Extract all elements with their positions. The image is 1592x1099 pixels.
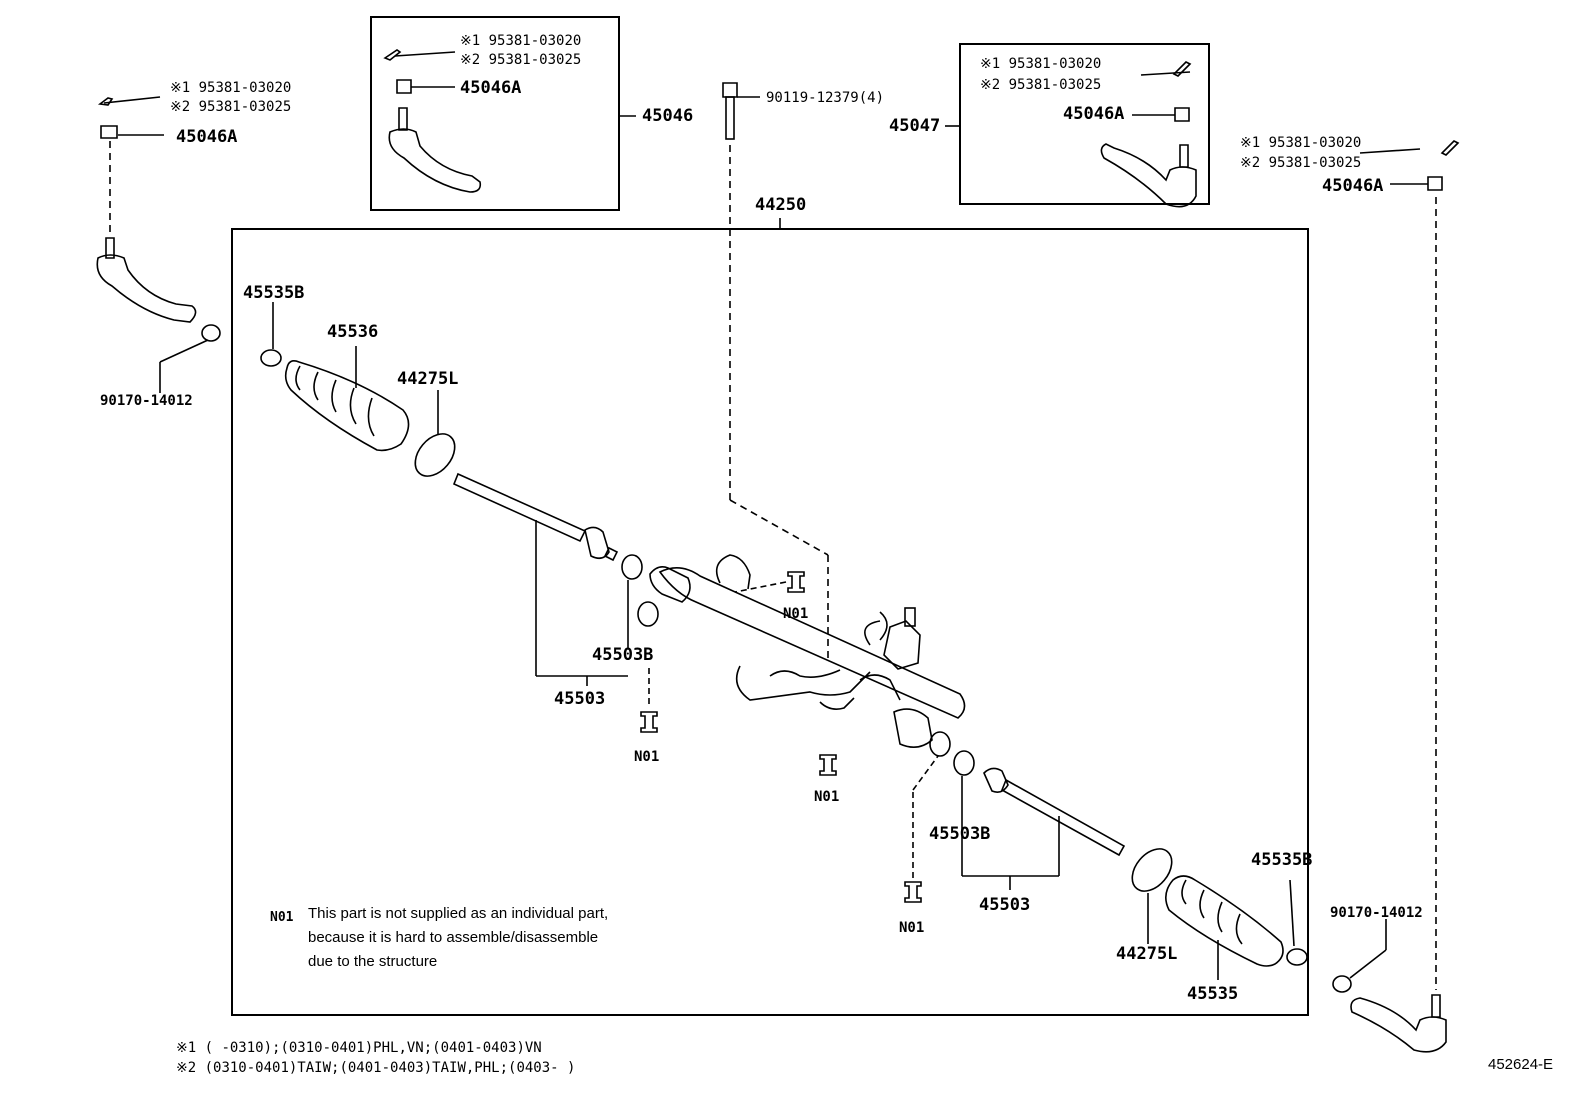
label-45503-right: 45503 — [979, 895, 1031, 915]
bushing-N01-a — [734, 571, 805, 593]
label-95381-2-left: ※2 95381-03025 — [170, 99, 292, 115]
label-45503B-right: 45503B — [929, 824, 991, 844]
note-line-3: due to the structure — [308, 953, 438, 970]
label-44275L-left: 44275L — [397, 369, 459, 389]
label-95381-2-right: ※2 95381-03025 — [1240, 155, 1362, 171]
rack-boot-right — [1165, 875, 1284, 980]
tie-rod-end-right — [1332, 140, 1460, 1053]
label-95381-1-left: ※1 95381-03020 — [170, 80, 292, 96]
label-44250: 44250 — [755, 195, 807, 215]
label-95381-1-right: ※1 95381-03020 — [1240, 135, 1362, 151]
label-N01-d: N01 — [899, 920, 925, 936]
box-45047 — [959, 43, 1210, 205]
boot-clamp-left — [260, 302, 282, 367]
label-90119: 90119-12379(4) — [766, 90, 885, 106]
label-45535: 45535 — [1187, 984, 1239, 1004]
washer-45503B-right — [953, 750, 1059, 890]
washer-45503B-left — [621, 554, 643, 648]
label-45536: 45536 — [327, 322, 379, 342]
label-95381-1-box2: ※1 95381-03020 — [980, 56, 1102, 72]
assembly-frame-44250 — [231, 228, 1309, 1016]
footnote-2: ※2 (0310-0401)TAIW;(0401-0403)TAIW,PHL;(… — [176, 1060, 576, 1076]
clamp-44275L-left — [414, 390, 456, 477]
label-95381-2-box2: ※2 95381-03025 — [980, 77, 1102, 93]
label-N01-b: N01 — [634, 749, 660, 765]
tie-rod-end-box-45046 — [383, 49, 482, 193]
boot-clamp-right — [1286, 879, 1308, 966]
clamp-44275L-right — [1131, 848, 1173, 944]
rack-end-right — [983, 767, 1126, 876]
steering-gear-housing — [637, 554, 966, 757]
bushing-N01-b — [640, 668, 658, 733]
bushing-N01-c — [819, 754, 837, 776]
label-90170-left: 90170-14012 — [100, 393, 193, 409]
label-44275L-right: 44275L — [1116, 944, 1178, 964]
tie-rod-end-box-45047 — [1100, 61, 1197, 208]
footnote-1: ※1 ( -0310);(0310-0401)PHL,VN;(0401-0403… — [176, 1040, 542, 1056]
note-code: N01 — [270, 910, 294, 925]
note-line-1: This part is not supplied as an individu… — [308, 905, 609, 922]
label-45046A-right: 45046A — [1322, 176, 1384, 196]
bushing-N01-d — [904, 755, 939, 903]
note-line-2: because it is hard to assemble/disassemb… — [308, 929, 599, 946]
label-N01-a: N01 — [783, 606, 809, 622]
bolt-90119 — [722, 82, 829, 660]
label-45535B-right: 45535B — [1251, 850, 1313, 870]
label-90170-right: 90170-14012 — [1330, 905, 1423, 921]
rack-boot-left — [284, 346, 410, 452]
label-45046A-box2: 45046A — [1063, 104, 1125, 124]
box-45046 — [370, 16, 620, 211]
label-N01-c: N01 — [814, 789, 840, 805]
label-45047: 45047 — [889, 116, 941, 136]
label-45535B-left: 45535B — [243, 283, 305, 303]
diagram-id: 452624-E — [1488, 1056, 1554, 1073]
label-45046A-left: 45046A — [176, 127, 238, 147]
label-95381-2-box1: ※2 95381-03025 — [460, 52, 582, 68]
label-95381-1-box1: ※1 95381-03020 — [460, 33, 582, 49]
label-45503-left: 45503 — [554, 689, 606, 709]
label-45046A-box1: 45046A — [460, 78, 522, 98]
label-45503B-left: 45503B — [592, 645, 654, 665]
rack-end-left — [452, 472, 628, 686]
tie-rod-end-left — [96, 96, 221, 393]
label-45046: 45046 — [642, 106, 694, 126]
